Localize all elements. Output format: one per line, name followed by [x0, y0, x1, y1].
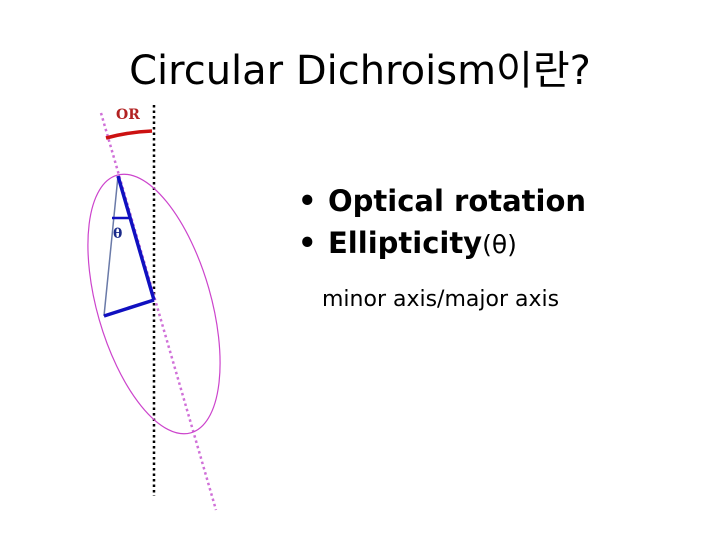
- bullet-marker: •: [298, 184, 317, 218]
- bullet-ellipticity: • Ellipticity(θ): [298, 222, 586, 266]
- semi-minor-axis-line: [103, 298, 155, 318]
- slide-title: Circular Dichroism이란?: [129, 48, 591, 94]
- or-label: OR: [116, 107, 140, 123]
- thin-hypotenuse-line: [103, 175, 119, 317]
- optical-rotation-arc: [105, 129, 153, 140]
- bullet-label: Optical rotation: [328, 184, 587, 218]
- bullet-optical-rotation: • Optical rotation: [298, 180, 586, 222]
- bullet-suffix: (θ): [482, 230, 517, 259]
- bullet-marker: •: [298, 226, 317, 260]
- polarization-ellipse: [87, 173, 221, 435]
- ellipticity-definition: minor axis/major axis: [322, 287, 560, 312]
- semi-major-axis-line: [116, 175, 156, 301]
- theta-label: θ: [113, 226, 122, 242]
- bullet-list: • Optical rotation • Ellipticity(θ): [298, 180, 586, 266]
- bullet-label: Ellipticity: [328, 226, 483, 260]
